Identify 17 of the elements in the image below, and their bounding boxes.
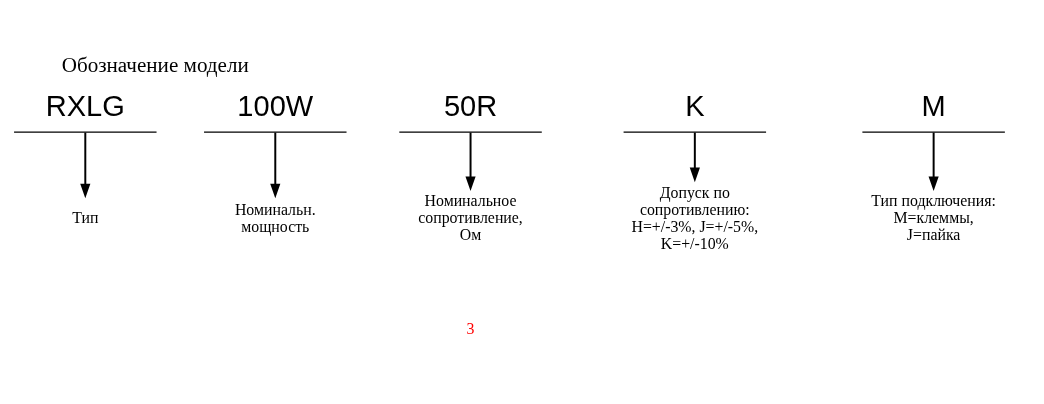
node-text: RXLG — [45, 89, 125, 122]
node-text: 100W — [237, 89, 314, 122]
diagram-title: Обозначение модели — [61, 53, 249, 78]
node-text: Тип подключения: M=клеммы, J=пайка — [871, 192, 996, 244]
node-text: M — [921, 89, 946, 122]
node-text: Номинальн. мощность — [234, 200, 316, 235]
node-text: K — [685, 89, 705, 122]
arrow — [928, 131, 939, 191]
node-text: Номинальное сопротивление, Ом — [418, 192, 523, 244]
arrow — [465, 131, 476, 191]
label: 3 — [466, 320, 475, 338]
node-text: Тип — [72, 209, 99, 227]
node-text: 50R — [443, 89, 498, 122]
arrow — [689, 131, 700, 183]
node-text: Допуск по сопротивлению: H=+/-3%, J=+/-5%, K=+/-10% — [631, 183, 759, 252]
arrow — [80, 131, 91, 199]
arrow — [270, 131, 281, 199]
